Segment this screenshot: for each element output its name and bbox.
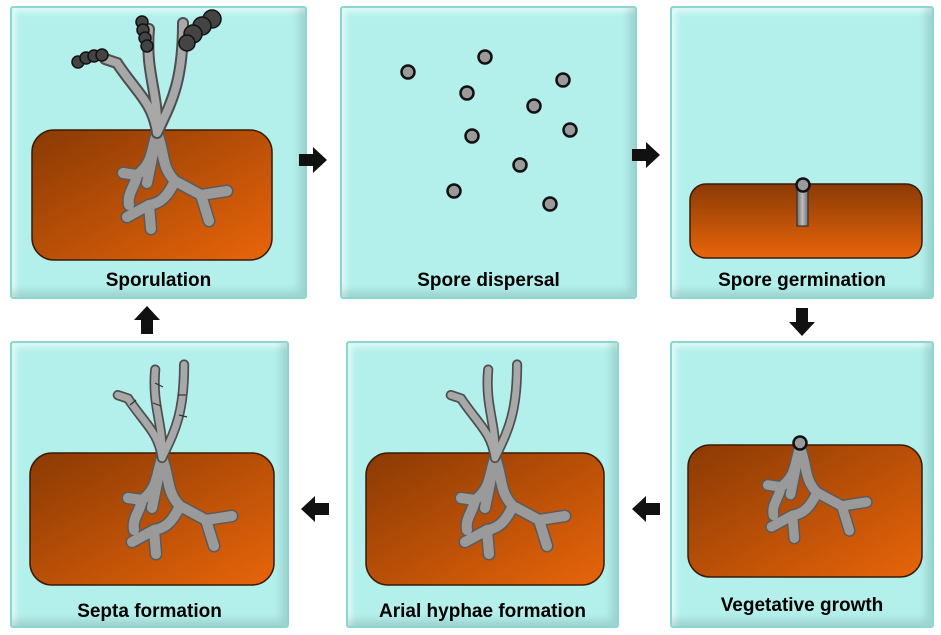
panel-septa-formation: Septa formation: [10, 341, 289, 628]
arrow-up-icon: [133, 304, 161, 336]
panel-sporulation: Sporulation: [10, 6, 307, 299]
panel-spore-germination: Spore germination: [670, 6, 934, 299]
stage-label-spore-germination: Spore germination: [672, 270, 932, 292]
septa-formation-illustration: [12, 343, 291, 630]
stage-label-septa-formation: Septa formation: [12, 601, 287, 623]
panel-arial-hyphae-formation: Arial hyphae formation: [346, 341, 619, 628]
panel-vegetative-growth: Vegetative growth: [670, 341, 934, 628]
arrow-right-icon: [630, 141, 662, 169]
stage-label-vegetative-growth: Vegetative growth: [672, 595, 932, 617]
spore-dispersal-illustration: [342, 8, 639, 301]
stage-label-spore-dispersal: Spore dispersal: [342, 270, 635, 292]
stage-label-arial-hyphae-formation: Arial hyphae formation: [348, 601, 617, 623]
panel-spore-dispersal: Spore dispersal: [340, 6, 637, 299]
spore-germination-illustration: [672, 8, 936, 301]
arial-hyphae-illustration: [348, 343, 621, 630]
vegetative-growth-illustration: [672, 343, 936, 630]
sporulation-illustration: [12, 8, 309, 301]
arrow-down-icon: [788, 306, 816, 338]
stage-label-sporulation: Sporulation: [12, 270, 305, 292]
arrow-right-icon: [297, 146, 329, 174]
arrow-left-icon: [299, 495, 331, 523]
arrow-left-icon: [630, 495, 662, 523]
